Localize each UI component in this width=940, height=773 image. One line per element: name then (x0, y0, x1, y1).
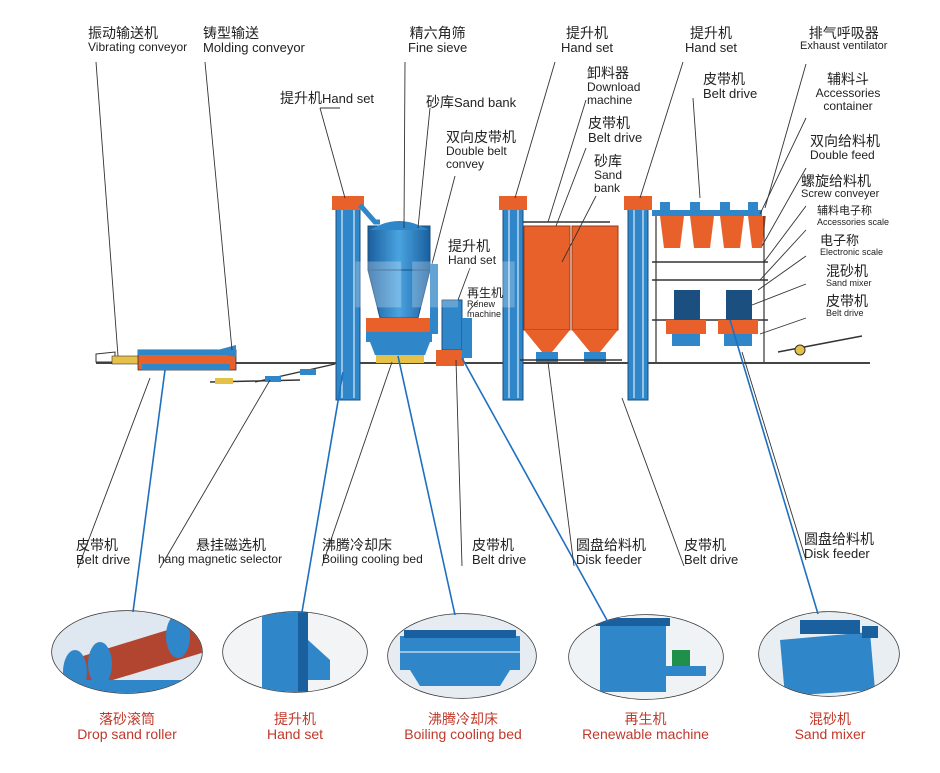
caption-drop-sand-roller: 落砂滚筒 Drop sand roller (77, 711, 177, 743)
label-belt-drive-low1: 皮带机 Belt drive (76, 537, 131, 568)
label-molding-conveyor: 铸型输送 Molding conveyor (203, 25, 305, 56)
label-belt-drive-top2: 皮带机 Belt drive (588, 115, 643, 146)
caption-sand-mixer: 混砂机 Sand mixer (794, 711, 866, 743)
photo-boiling-cooling-bed (387, 613, 537, 699)
label-fine-sieve: 精六角筛 Fine sieve (408, 25, 468, 56)
label-sand-bank-2: 砂库 Sand bank (594, 153, 623, 196)
photo-drop-sand-roller (51, 610, 203, 694)
label-belt-drive-low2: 皮带机 Belt drive (472, 537, 527, 568)
bucket-elevator-2 (499, 196, 610, 401)
fine-sieve-hopper (366, 221, 438, 363)
caption-renewable-machine: 再生机 Renewable machine (582, 711, 709, 743)
label-belt-drive-top1: 皮带机 Belt drive (703, 71, 758, 102)
label-renew-machine: 再生机 Renew machine (467, 286, 504, 319)
label-leader-lines (77, 61, 807, 569)
vibrating-conveyor-machine (95, 345, 237, 371)
label-belt-drive-top3: 皮带机 Belt drive (826, 293, 868, 319)
label-double-feed: 双向给料机 Double feed (810, 133, 880, 163)
label-hang-magnetic-selector: 悬挂磁选机 hang magnetic selector (158, 537, 283, 567)
watermark: ■■■ (350, 245, 520, 315)
label-exhaust-ventilator: 排气呼吸器 Exhaust ventilator (800, 25, 888, 53)
sand-mixer-tower (652, 202, 863, 362)
caption-boiling-cooling-bed: 沸腾冷却床 Boiling cooling bed (404, 711, 522, 743)
label-download-machine: 卸料器 Download machine (587, 65, 641, 108)
photo-renewable-machine (568, 614, 724, 700)
renew-machine (436, 299, 472, 366)
bucket-elevator-1 (332, 196, 380, 401)
label-hand-set-left: 提升机Hand set (280, 90, 375, 106)
label-disk-feeder-low1: 圆盘给料机 Disk feeder (576, 537, 646, 568)
sand-bank-silos (520, 225, 622, 362)
label-screw-conveyer: 螺旋给料机 Screw conveyer (801, 173, 880, 201)
label-disk-feeder-low2: 圆盘给料机 Disk feeder (804, 531, 874, 562)
label-accessories-container: 辅料斗 Accessories container (815, 71, 881, 114)
label-hand-set-mid: 提升机 Hand set (448, 238, 497, 268)
label-double-belt-convey: 双向皮带机 Double belt convey (446, 129, 516, 172)
photo-hand-set (222, 611, 368, 693)
bucket-elevator-3 (624, 196, 652, 401)
label-sand-bank-1: 砂库Sand bank (426, 94, 517, 110)
label-hand-set-1: 提升机 Hand set (561, 25, 614, 56)
photo-connector-lines (132, 319, 819, 623)
caption-hand-set: 提升机 Hand set (266, 711, 324, 743)
molding-conveyor-belt (209, 363, 336, 384)
label-sand-mixer-top: 混砂机 Sand mixer (826, 263, 872, 289)
label-boiling-cooling-bed-low: 沸腾冷却床 Boiling cooling bed (322, 537, 423, 567)
label-belt-drive-low3: 皮带机 Belt drive (684, 537, 739, 568)
photo-sand-mixer (758, 611, 900, 697)
label-hand-set-2: 提升机 Hand set (685, 25, 738, 56)
label-electronic-scale: 电子称 Electronic scale (820, 233, 884, 258)
label-vibrating-conveyor: 振动输送机 Vibrating conveyor (88, 25, 188, 55)
label-accessories-scale: 辅料电子称 Accessories scale (817, 205, 890, 227)
